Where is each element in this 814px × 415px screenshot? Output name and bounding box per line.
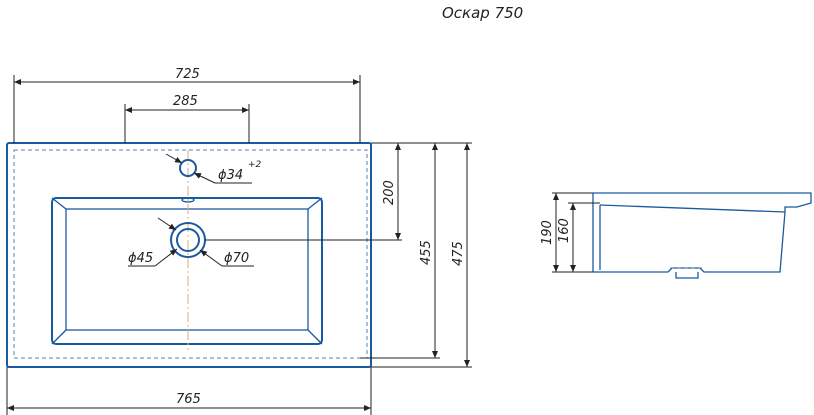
- dim-phi70: ϕ70: [224, 251, 249, 266]
- side-rim: [593, 192, 812, 212]
- drain-inner-circle: [176, 228, 200, 252]
- bowl-outer: [51, 197, 323, 345]
- top-view: [6, 142, 372, 368]
- bowl-inner: [65, 208, 309, 331]
- dim-765: 765: [176, 392, 201, 407]
- overflow-slot: [181, 197, 195, 203]
- dim-phi34: ϕ34: [218, 168, 243, 183]
- dim-160: 160: [557, 218, 572, 243]
- dim-725: 725: [175, 67, 200, 82]
- dim-475: 475: [451, 241, 466, 266]
- side-drain: [675, 272, 699, 279]
- hidden-rim: [13, 149, 368, 359]
- side-bowl: [592, 193, 786, 273]
- dim-phi45: ϕ45: [128, 251, 153, 266]
- sink-outline: [6, 142, 372, 368]
- dim-200: 200: [382, 180, 397, 205]
- tap-hole: [179, 159, 197, 177]
- dim-190: 190: [540, 220, 555, 245]
- drawing-title: Оскар 750: [442, 4, 523, 22]
- dim-285: 285: [173, 94, 198, 109]
- top-view-dimensions: 725 285 765 ϕ34 +2 ϕ45 ϕ70 200: [6, 67, 472, 415]
- dim-455: 455: [419, 240, 434, 265]
- dim-phi34-tolerance: +2: [248, 160, 262, 170]
- side-view: 190 160: [540, 192, 812, 279]
